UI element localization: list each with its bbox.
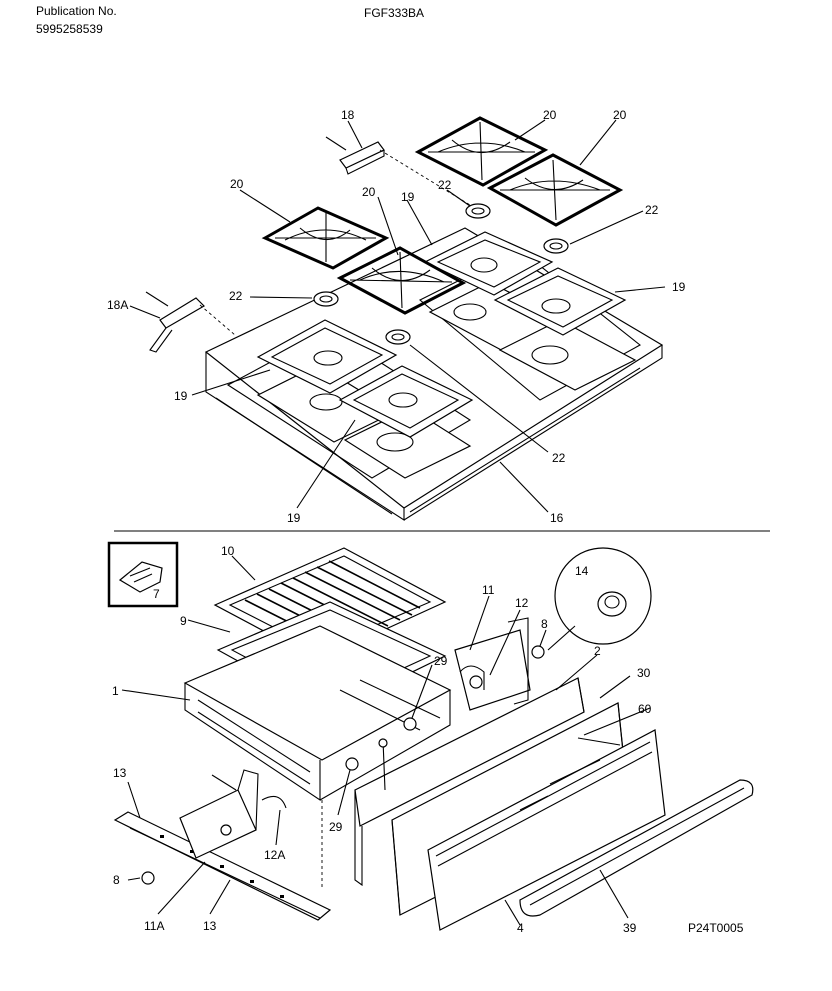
burner-grates: [261, 116, 624, 315]
callout-18: 18: [341, 108, 355, 122]
callout-20-d: 20: [613, 108, 627, 122]
callout-14: 14: [575, 564, 589, 578]
lower-leader-lines: [121, 555, 651, 926]
callout-4: 4: [517, 921, 524, 935]
callout-60: 60: [638, 702, 652, 716]
callout-2: 2: [594, 644, 601, 658]
inset-label-7: 7: [153, 587, 160, 601]
bracket-18: [325, 136, 385, 175]
callout-20-a: 20: [230, 177, 244, 191]
side-bracket-11: [454, 617, 545, 711]
callout-13-a: 13: [113, 766, 127, 780]
callout-11a: 11A: [144, 919, 164, 933]
bracket-18a: [145, 291, 205, 353]
diagram-code: P24T0005: [688, 921, 744, 935]
burner-grommets: [313, 203, 569, 345]
inset-box: [107, 541, 179, 608]
callout-13-b: 13: [203, 919, 217, 933]
callout-22-b: 22: [645, 203, 659, 217]
callout-29-a: 29: [434, 654, 448, 668]
callout-12: 12: [515, 596, 529, 610]
callout-9: 9: [180, 614, 187, 628]
callout-29-b: 29: [329, 820, 343, 834]
burner-pans: [256, 281, 637, 479]
knob-detail-circle: [547, 547, 652, 651]
publication-number: 5995258539: [36, 22, 103, 36]
upper-leader-lines: [129, 119, 666, 513]
callout-19-a: 19: [401, 190, 415, 204]
callout-39: 39: [623, 921, 637, 935]
drawer-handle: [519, 779, 754, 917]
drawer-front: [427, 729, 666, 931]
front-frame: [354, 677, 585, 887]
callout-19-c: 19: [174, 389, 188, 403]
rail-bracket: [141, 769, 287, 885]
callout-20-b: 20: [362, 185, 376, 199]
callout-1: 1: [112, 684, 119, 698]
publication-label: Publication No.: [36, 4, 117, 18]
callout-10: 10: [221, 544, 235, 558]
drawer-rail: [113, 811, 332, 921]
callout-19-d: 19: [287, 511, 301, 525]
broiler-drawer-body: [183, 625, 452, 802]
model-number: FGF333BA: [364, 6, 425, 20]
callout-12a: 12A: [264, 848, 285, 862]
callout-22-d: 22: [552, 451, 566, 465]
callout-22-c: 22: [229, 289, 243, 303]
callout-11: 11: [482, 583, 495, 597]
callout-19-b: 19: [672, 280, 686, 294]
callout-labels: 18 18A 20 20 20 20 22 22 22 22 19 19 19 …: [107, 108, 744, 935]
callout-16: 16: [550, 511, 564, 525]
callout-8-b: 8: [113, 873, 120, 887]
callout-18a: 18A: [107, 298, 128, 312]
callout-8-a: 8: [541, 617, 548, 631]
callout-30: 30: [637, 666, 651, 680]
burner-inserts: [256, 231, 627, 438]
callout-22-a: 22: [438, 178, 452, 192]
callout-20-c: 20: [543, 108, 557, 122]
